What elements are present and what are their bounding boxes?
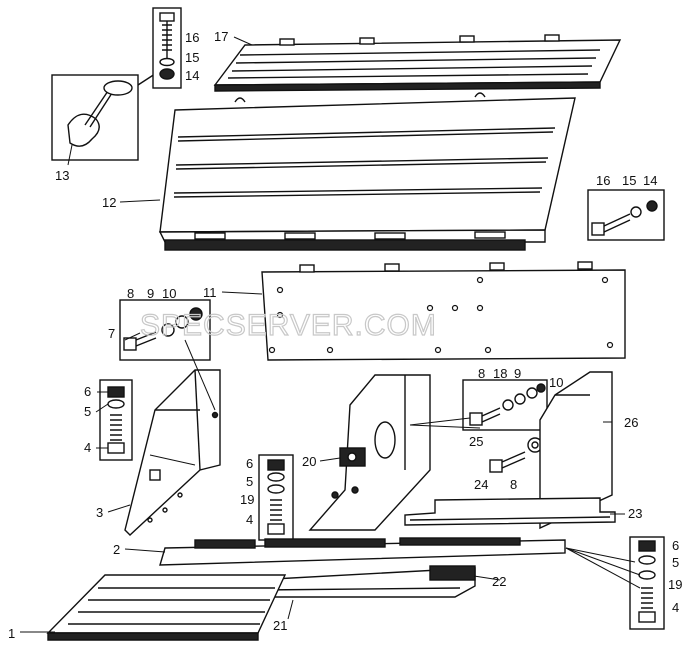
label-26: 26 [624,415,638,430]
bolt-assembly-center [462,379,548,431]
label-21: 21 [273,618,287,633]
part-labels: 1 2 3 4 5 6 7 8 9 10 11 12 13 17 16 15 1… [8,29,682,641]
label-6-left: 6 [84,384,91,399]
bolt-assembly-right [587,189,665,241]
bolt-assembly-lower [489,437,543,473]
label-6-right: 6 [672,538,679,553]
label-15-right: 15 [622,173,636,188]
label-14-right: 14 [643,173,657,188]
label-8-left: 8 [127,286,134,301]
label-22: 22 [492,574,506,589]
label-18: 18 [493,366,507,381]
label-1: 1 [8,626,15,641]
label-25: 25 [469,434,483,449]
label-15-top: 15 [185,50,199,65]
label-9-center: 9 [514,366,521,381]
part-20-bracket [308,374,431,531]
label-19-middle: 19 [240,492,254,507]
part-17-top-plate [213,34,622,92]
label-11: 11 [203,285,217,300]
label-20: 20 [302,454,316,469]
part-22-step-bracket [254,565,476,598]
part-11-mounting-plate [261,261,626,361]
bolt-stack-left [99,379,133,461]
label-2: 2 [113,542,120,557]
bolt-assembly-left [119,299,211,361]
part-3-bracket [124,369,221,536]
label-5-right: 5 [672,555,679,570]
leader-lines [20,36,641,633]
label-14-top: 14 [185,68,199,83]
part-2-base-rail [159,537,566,566]
label-5-left: 5 [84,404,91,419]
label-23: 23 [628,506,642,521]
label-13: 13 [55,168,69,183]
part-1-step-plate [46,574,287,641]
bolt-stack-top [152,7,182,89]
label-16-right: 16 [596,173,610,188]
label-6-middle: 6 [246,456,253,471]
label-12: 12 [102,195,116,210]
label-8-center: 8 [478,366,485,381]
label-4-right: 4 [672,600,679,615]
bolt-stack-right [629,536,665,630]
bolt-stack-middle [258,454,294,541]
label-19-right: 19 [668,577,682,592]
label-3: 3 [96,505,103,520]
label-5-middle: 5 [246,474,253,489]
label-9-left: 9 [147,286,154,301]
part-12-cover-housing [158,92,576,251]
label-16-top: 16 [185,30,199,45]
label-24: 24 [474,477,488,492]
watermark: SPECSERVER.COM [140,309,437,342]
label-4-middle: 4 [246,512,253,527]
part-23-base-bracket [404,497,616,526]
label-7: 7 [108,326,115,341]
part-13-clamp-detail [51,71,159,161]
label-17: 17 [214,29,228,44]
label-10-center: 10 [549,375,563,390]
label-4-left: 4 [84,440,91,455]
label-10-left: 10 [162,286,176,301]
label-8-lower: 8 [510,477,517,492]
part-26-cover [539,371,613,530]
